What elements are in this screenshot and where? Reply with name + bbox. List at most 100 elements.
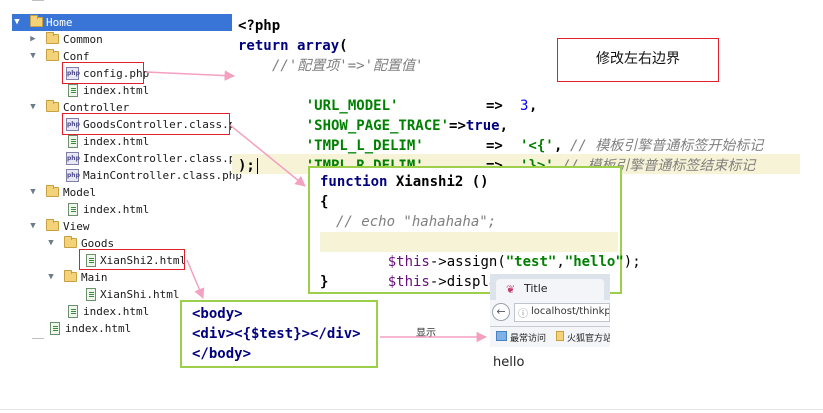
arrow-operator: => [449,118,466,134]
chevron-down-icon[interactable]: ▼ [48,272,54,282]
code-editor[interactable]: <?php return array( //'配置项'=>'配置值' 'URL_… [232,14,800,174]
bookmark-most-visited[interactable]: 最常访问 [510,334,547,344]
paren-close: ); [623,254,641,270]
method-assign: assign [446,254,498,270]
php-file-icon: php [66,118,80,131]
chevron-down-icon[interactable]: ▼ [30,221,36,231]
code-line-2: return array( [238,36,348,56]
tree-bottom-divider [32,338,44,339]
tree-item-label: View [63,220,90,233]
brace-close: } [320,274,329,290]
highlight-goodscontroller [62,113,230,135]
tree-item-label: index.html [83,84,150,97]
folder-icon [46,49,59,61]
html-file-icon [68,305,78,318]
url-field[interactable]: ⓘ localhost/thinkpl [514,303,610,322]
php-file-icon: php [66,67,80,80]
tab-title: Title [524,282,548,295]
file-tree: ▼ Home ▶ Common ▼ Conf php config.php in… [0,0,249,340]
config-value: true [465,118,500,134]
func-line-3: // echo "hahahaha"; [336,212,496,232]
arrow-operator: => [486,98,503,114]
highlight-xianshi2-html [79,249,185,270]
keyword-return-array: return array [238,38,340,54]
bottom-divider [0,409,823,410]
tag-div: <div><{$test}></div> [192,326,361,342]
folder-icon [46,100,59,112]
folder-icon [46,219,59,231]
bookmarks-bar: 最常访问 火狐官方站点 [490,327,610,347]
tpl-line-1: <body> [192,304,243,324]
chevron-down-icon[interactable]: ▼ [30,187,36,197]
tab-favicon-icon: ❦ [506,283,516,296]
code-comment: // echo "hahahaha"; [336,214,497,230]
code-line-8: ); [238,156,258,176]
arrow-controller-to-function [229,124,306,187]
tree-item-home[interactable]: ▼ Home [12,14,232,31]
tree-item-label: index.html [83,135,150,148]
config-key: 'SHOW_PAGE_TRACE' [305,118,450,134]
php-open-tag: <?php [238,18,281,34]
url-text: localhost/thinkpl [531,306,609,317]
browser-tab-bar: ❦ Title [490,274,610,300]
chevron-down-icon[interactable]: ▼ [14,17,20,27]
tree-item-label: XianShi2.html [100,254,187,267]
code-line-3: //'配置项'=>'配置值' [272,56,423,76]
arrow-op: -> [429,274,447,290]
tpl-line-2: <div><{$test}></div> [192,324,361,344]
folder-icon [64,270,77,282]
tree-item-label: index.html [65,322,132,335]
arrow-config-to-code [145,70,236,81]
comma: , [499,118,509,134]
comma: , [529,98,538,114]
arg-string: "hello" [564,254,624,270]
chevron-down-icon[interactable]: ▼ [30,51,36,61]
func-line-1: function Xianshi2 () [320,172,489,192]
arg-string: "test" [505,254,557,270]
arrow-op: -> [429,254,447,270]
folder-icon [30,15,43,27]
annotation-note: 修改左右边界 [557,38,719,82]
keyword-function: function [320,174,388,190]
tag-body-close: </body> [192,346,252,362]
arrow-label: 显示 [416,328,436,339]
tree-item-label: Model [63,186,97,199]
annotation-note-text: 修改左右边界 [596,51,680,67]
folder-icon [64,236,77,248]
html-file-icon [68,135,78,148]
bookmark-firefox-site[interactable]: 火狐官方站点 [567,334,610,344]
code-comment: //'配置项'=>'配置值' [272,58,424,74]
highlight-config-php [62,62,144,84]
tree-item-label: config.php [83,67,150,80]
tree-item-label: Goods [81,237,115,250]
config-value: 3 [520,98,529,114]
browser-tab[interactable]: ❦ Title [496,279,604,300]
paren: ( [339,38,348,54]
text-cursor [256,158,258,174]
tree-item-label: XianShi.html [100,288,180,301]
browser-address-bar: ← ⓘ localhost/thinkpl [490,300,610,327]
html-file-icon [68,84,78,97]
tree-item-label: MainController.class.php [83,169,242,182]
chevron-down-icon[interactable]: ▼ [30,102,36,112]
tree-item-label: GoodsController.class.php [83,118,249,131]
function-code-box: function Xianshi2 () { // echo "hahahaha… [308,166,641,294]
html-file-icon [86,254,96,267]
template-code-box: <body> <div><{$test}></div> </body> [180,300,378,368]
config-value: '<{' [520,138,554,154]
tag-body-open: <body> [192,306,243,322]
html-file-icon [68,203,78,216]
func-line-6: } [320,272,328,292]
chevron-right-icon[interactable]: ▶ [30,34,36,44]
folder-icon [46,185,59,197]
chevron-down-icon[interactable]: ▼ [48,238,54,248]
function-name: Xianshi2 () [387,174,489,190]
var-this: $this [387,254,430,270]
code-line-4: 'URL_MODEL'=>3, [272,76,538,114]
html-file-icon [50,322,60,335]
func-line-2: { [320,192,328,212]
tree-item-label: index.html [83,203,150,216]
bookmark-icon [496,331,507,341]
back-arrow-icon[interactable]: ← [492,303,510,321]
